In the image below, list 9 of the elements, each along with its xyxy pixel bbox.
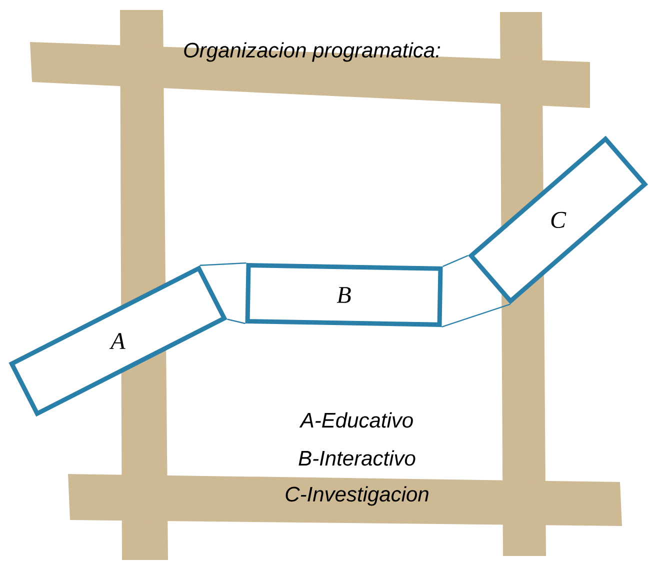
node-label: C	[551, 212, 566, 228]
joint-line	[227, 318, 246, 324]
legend-text: B-Interactivo	[298, 450, 416, 466]
joint-line	[200, 262, 246, 266]
bar-box: B	[245, 263, 443, 327]
joint-line	[442, 254, 468, 267]
legend-text: A-Educativo	[299, 412, 413, 428]
title: Organizacion programatica:	[184, 42, 440, 62]
legend-text: C-Investigacion	[286, 486, 428, 506]
